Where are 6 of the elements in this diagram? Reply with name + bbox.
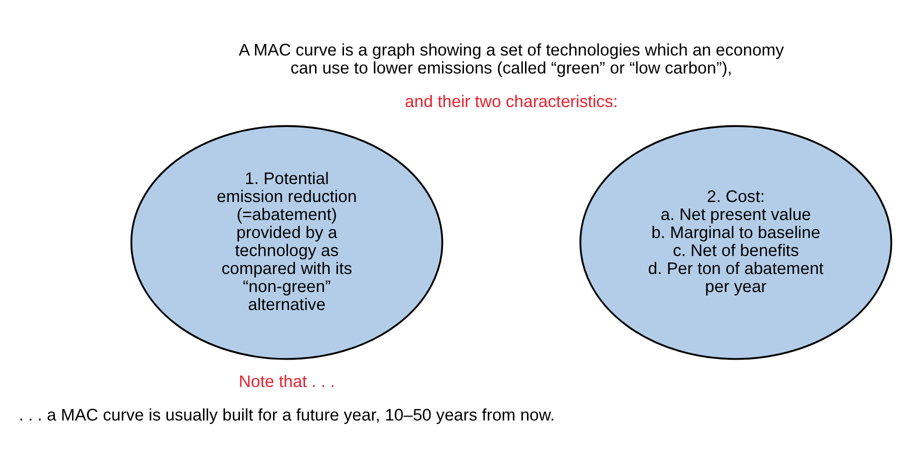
node-ellipse: 2. Cost: a. Net present value b. Marginal to baseline c. Net of benefits d. Per ton of abatement per year [579,125,892,360]
label: Note that . . . [238,372,335,391]
label: . . . a MAC curve is usually built for a future year, 10–50 years from now. [18,405,555,424]
node-ellipse: 1. Potential emission reduction (=abatement) provided by a technology as compared with its “non-green” alternative [130,125,444,360]
label: and their two characteristics: [404,92,618,112]
label: A MAC curve is a graph showing a set of technologies which an economy can use to lower emissions (called “green” or “low carbon”), [238,40,784,78]
